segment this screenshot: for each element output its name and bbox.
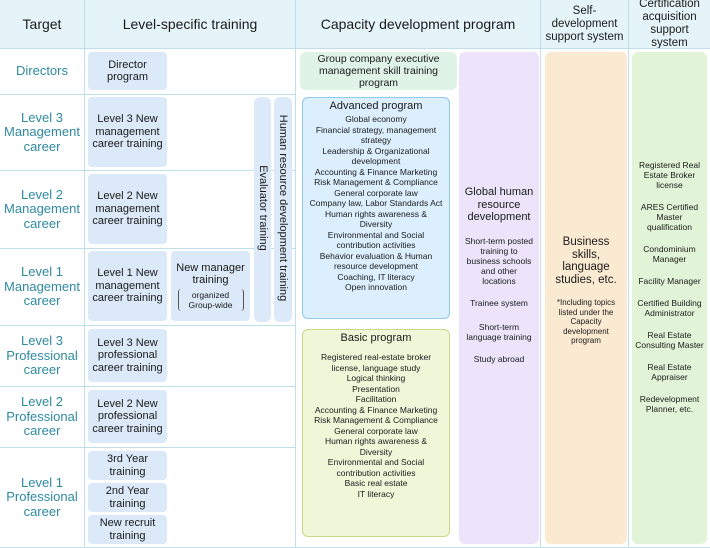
new-manager-training-note: organized Group-wide [177, 288, 244, 311]
divider [0, 325, 296, 326]
basic-program-item: Facilitation [355, 394, 397, 404]
row-label-level2-management: Level 2 Management career [4, 186, 80, 231]
certification-item: Certified Building Administrator [637, 298, 702, 318]
group-executive-program-box: Group company executive management skill… [300, 52, 457, 90]
basic-program-item: Registered real-estate broker license, l… [320, 352, 432, 373]
basic-program-item: Human rights awareness & Diversity [324, 436, 428, 457]
level2-professional-training-box: Level 2 New professional career training [88, 390, 167, 443]
basic-program-item: IT literacy [357, 488, 395, 499]
divider [0, 447, 296, 448]
global-hr-item: Study abroad [473, 353, 525, 364]
hr-development-training-box: Human resource development training [274, 97, 292, 322]
advanced-program-item: Financial strategy, management strategy [315, 124, 437, 146]
advanced-program-item: Coaching, IT literacy [337, 271, 415, 282]
basic-program-item: Environmental and Social contribution ac… [327, 457, 425, 478]
certification-item: Registered Real Estate Broker license [639, 160, 700, 190]
global-hr-development-title: Global human resource development [464, 186, 534, 223]
global-hr-item: Short-term language training [466, 321, 532, 342]
certification-item: Real Estate Consulting Master [635, 330, 704, 350]
header-capacity-development: Capacity development program [296, 0, 541, 48]
divider [0, 94, 296, 95]
row-label-level2-professional: Level 2 Professional career [6, 394, 78, 439]
certification-column: Registered Real Estate Broker license AR… [632, 52, 707, 544]
header-target: Target [0, 0, 85, 48]
basic-program-item: Accounting & Finance Marketing [314, 404, 438, 415]
advanced-program-item: General corporate law [334, 187, 418, 198]
certification-item: Real Estate Appraiser [647, 362, 692, 382]
third-year-training-box: 3rd Year training [88, 451, 167, 480]
basic-program-item: Presentation [352, 383, 400, 394]
divider [0, 48, 710, 49]
divider [0, 170, 296, 171]
header-certification: Certification acquisition support system [629, 0, 710, 49]
basic-program-item: Logical thinking [346, 373, 406, 383]
advanced-program-item: Risk Management & Compliance [314, 177, 438, 187]
certification-item: ARES Certified Master qualification [640, 202, 699, 232]
header-level-specific: Level-specific training [85, 0, 296, 48]
advanced-program-item: Environmental and Social contribution ac… [327, 229, 425, 251]
advanced-program-item: Leadership & Organizational development [322, 145, 430, 167]
advanced-program-item: Behavior evaluation & Human resource dev… [319, 250, 433, 272]
certification-item: Condominium Manager [643, 244, 696, 264]
director-program-box: Director program [88, 52, 167, 90]
global-hr-item: Trainee system [470, 297, 528, 308]
level1-management-training-box: Level 1 New management career training [88, 251, 167, 321]
evaluator-training-box: Evaluator training [254, 97, 271, 322]
advanced-program-item: Human rights awareness & Diversity [324, 208, 428, 230]
basic-program-item: General corporate law [334, 425, 418, 436]
new-manager-training-label: New manager training [176, 261, 245, 287]
row-label-level1-management: Level 1 Management career [4, 264, 80, 309]
self-development-main: Business skills, language studies, etc. [555, 236, 617, 286]
new-manager-training-box: New manager training organized Group-wid… [171, 251, 250, 321]
evaluator-training-label: Evaluator training [257, 165, 269, 251]
certification-item: Facility Manager [638, 276, 701, 286]
hr-development-training-label: Human resource development training [277, 114, 289, 302]
divider [295, 48, 296, 548]
level3-professional-training-box: Level 3 New professional career training [88, 329, 167, 382]
global-hr-development-column: Global human resource development Short-… [459, 52, 539, 544]
global-hr-item: Short-term posted training to business s… [464, 235, 534, 286]
divider [540, 48, 541, 548]
row-label-level1-professional: Level 1 Professional career [6, 474, 78, 519]
new-recruit-training-box: New recruit training [88, 515, 167, 544]
basic-program-title: Basic program [340, 332, 412, 344]
row-label-directors: Directors [15, 63, 68, 79]
self-development-note: *Including topics listed under the Capac… [556, 298, 616, 345]
header-self-development: Self-development support system [541, 0, 629, 48]
advanced-program-item: Global economy [345, 114, 407, 124]
advanced-program-box: Advanced program Global economy Financia… [302, 97, 450, 319]
advanced-program-item: Accounting & Finance Marketing [314, 166, 438, 177]
basic-program-item: Risk Management & Compliance [314, 415, 438, 425]
second-year-training-box: 2nd Year training [88, 483, 167, 512]
advanced-program-item: Company law, Labor Standards Act [309, 198, 443, 208]
row-label-level3-professional: Level 3 Professional career [6, 333, 78, 378]
self-development-column: Business skills, language studies, etc. … [545, 52, 627, 544]
basic-program-box: Basic program Registered real-estate bro… [302, 329, 450, 537]
divider [0, 386, 296, 387]
divider [628, 48, 629, 548]
certification-item: Redevelopment Planner, etc. [639, 394, 700, 414]
advanced-program-title: Advanced program [329, 100, 423, 112]
advanced-program-item: Open innovation [345, 282, 407, 292]
row-label-level3-management: Level 3 Management career [4, 109, 80, 154]
basic-program-item: Basic real estate [344, 478, 408, 488]
divider [0, 248, 296, 249]
level3-management-training-box: Level 3 New management career training [88, 97, 167, 167]
level2-management-training-box: Level 2 New management career training [88, 174, 167, 244]
divider [84, 48, 85, 548]
